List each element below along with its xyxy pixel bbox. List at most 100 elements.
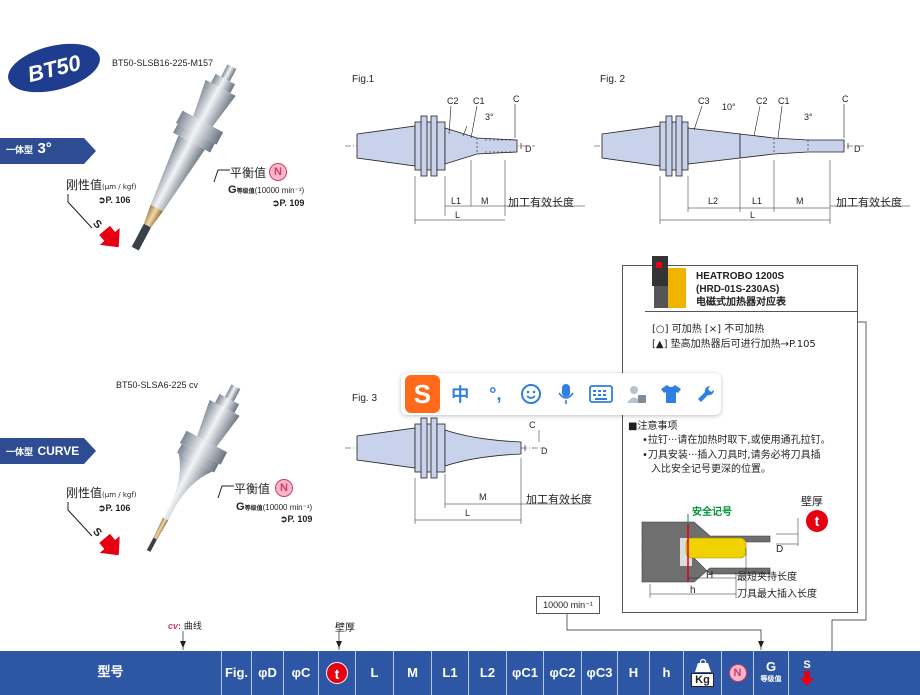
- ime-settings-button[interactable]: [692, 378, 721, 410]
- heater-title-line1: HEATROBO 1200S: [696, 271, 785, 282]
- fig1-effective-length: 加工有效长度: [508, 196, 574, 209]
- balance-label-top: 平衡值: [230, 166, 267, 180]
- s-arrow-top: S: [67, 194, 120, 248]
- col-l1[interactable]: L1: [432, 651, 469, 695]
- heater-note-1: •拉钉···请在加热时取下,或使用通孔拉钉。: [642, 435, 831, 446]
- svg-text:L1: L1: [451, 196, 461, 206]
- rigidity-unit-bottom: (μm / kgf): [102, 491, 137, 499]
- microphone-icon: [558, 384, 574, 404]
- heater-note-2b: 入比安全记号更深的位置。: [651, 464, 771, 475]
- weight-icon: [694, 659, 711, 672]
- balance-grade-sub-top: 等级值: [236, 189, 255, 195]
- svg-text:C2: C2: [756, 96, 768, 106]
- balance-grade-letter-top: G: [228, 184, 237, 196]
- col-h-upper[interactable]: H: [618, 651, 650, 695]
- svg-text:10°: 10°: [722, 102, 736, 112]
- balance-rpm-bottom: (10000 min⁻¹): [262, 503, 313, 512]
- balance-grade-top: G等级值(10000 min⁻¹): [228, 184, 304, 196]
- col-grade[interactable]: G 等级值: [754, 651, 789, 695]
- col-phi-c2[interactable]: φC2: [544, 651, 582, 695]
- type-tag-top-prefix: 一体型: [6, 145, 34, 155]
- person-icon: [627, 386, 647, 403]
- col-weight[interactable]: Kg: [684, 651, 722, 695]
- svg-text:C2: C2: [447, 96, 459, 106]
- col-balance[interactable]: N: [722, 651, 754, 695]
- heater-legend-2: [▲] 垫高加热器后可进行加热→P.105: [652, 339, 816, 350]
- svg-text:D: D: [525, 144, 532, 154]
- rigidity-unit-top: (μm / kgf): [102, 183, 137, 191]
- svg-text:M: M: [479, 492, 487, 502]
- balance-ref-top[interactable]: ➲P. 109: [272, 198, 305, 208]
- col-phi-c[interactable]: φC: [284, 651, 319, 695]
- balance-grade-sub-bottom: 等级值: [244, 506, 263, 512]
- col-l[interactable]: L: [356, 651, 394, 695]
- col-grade-letter: G: [765, 659, 777, 674]
- col-phi-c1[interactable]: φC1: [507, 651, 544, 695]
- svg-text:L: L: [455, 210, 460, 220]
- svg-text:3°: 3°: [804, 112, 813, 122]
- svg-text:C: C: [529, 420, 536, 430]
- svg-text:D: D: [541, 446, 548, 456]
- heater-divider: [645, 311, 858, 312]
- ime-emoji-button[interactable]: [516, 378, 545, 410]
- type-tag-bottom-text: 一体型 CURVE: [6, 442, 79, 460]
- svg-text:L2: L2: [708, 196, 718, 206]
- type-tag-top-value: 3°: [37, 140, 52, 157]
- svg-text:C1: C1: [473, 96, 485, 106]
- svg-text:L1: L1: [752, 196, 762, 206]
- col-weight-label: Kg: [691, 673, 714, 687]
- wall-thickness-label: 壁厚: [335, 623, 355, 634]
- heater-max-insert: 刀具最大插入长度: [737, 589, 817, 600]
- ime-voice-button[interactable]: [551, 378, 580, 410]
- col-model[interactable]: 型号: [0, 651, 222, 695]
- insertion-diagram: [641, 514, 799, 598]
- fig3-label: Fig. 3: [352, 393, 378, 404]
- balance-leader-bottom: [217, 485, 234, 499]
- col-fig[interactable]: Fig.: [222, 651, 252, 695]
- balance-label-bottom: 平衡值: [234, 482, 271, 496]
- col-grade-sub: 等级值: [760, 675, 782, 683]
- balance-rpm-top: (10000 min⁻¹): [254, 186, 305, 195]
- spec-table-header: 型号 Fig. φD φC t L M L1 L2 φC1 φC2 φC3 H …: [0, 651, 920, 695]
- svg-text:L: L: [750, 210, 755, 220]
- col-m[interactable]: M: [394, 651, 432, 695]
- col-s[interactable]: S: [789, 651, 825, 695]
- heater-note-2a: •刀具安装···插入刀具时,请务必将刀具插: [642, 450, 821, 461]
- cv-text: : 曲线: [178, 622, 202, 632]
- rigidity-ref-bottom[interactable]: ➲P. 106: [98, 503, 131, 513]
- type-tag-top-text: 一体型 3°: [6, 140, 52, 158]
- col-phi-d[interactable]: φD: [252, 651, 284, 695]
- col-h-lower[interactable]: h: [650, 651, 684, 695]
- ime-punctuation-button[interactable]: °,: [489, 383, 502, 404]
- fig2-drawing: C3 10° C2 C1 C 3° D L2 L1 M L: [594, 94, 910, 224]
- rigidity-label-top: 刚性值: [66, 178, 103, 192]
- type-tag-bottom: [0, 438, 96, 464]
- ime-keyboard-button[interactable]: [586, 378, 615, 410]
- balance-badge-bottom: N: [275, 479, 293, 497]
- ime-account-button[interactable]: [622, 378, 651, 410]
- fig3-drawing: C D M L: [345, 417, 585, 524]
- s-arrow-bottom: S: [67, 502, 120, 556]
- rigidity-ref-top[interactable]: ➲P. 106: [98, 195, 131, 205]
- col-l2[interactable]: L2: [469, 651, 507, 695]
- svg-text:M: M: [481, 196, 489, 206]
- svg-text:D: D: [854, 144, 861, 154]
- rpm-box: 10000 min⁻¹: [536, 596, 600, 614]
- heater-d-label: D: [776, 544, 784, 555]
- col-s-letter: S: [803, 659, 811, 671]
- svg-text:C: C: [513, 94, 520, 104]
- col-wall-thickness[interactable]: t: [319, 651, 356, 695]
- fig2-effective-length: 加工有效长度: [836, 196, 902, 209]
- heater-min-clamp: 最短夹持长度: [737, 572, 797, 583]
- ime-chinese-mode-button[interactable]: 中: [451, 385, 470, 406]
- ime-logo[interactable]: S: [405, 375, 440, 413]
- safety-mark-label: 安全记号: [692, 507, 732, 518]
- model-code-bottom: BT50-SLSA6-225 cv: [116, 380, 199, 390]
- col-phi-c3[interactable]: φC3: [582, 651, 618, 695]
- keyboard-icon: [589, 385, 613, 403]
- heater-wall-badge: t: [806, 510, 828, 532]
- ime-skin-button[interactable]: [657, 378, 686, 410]
- balance-ref-bottom[interactable]: ➲P. 109: [280, 514, 313, 524]
- balance-grade-bottom: G等级值(10000 min⁻¹): [236, 501, 312, 513]
- down-arrow-icon: [800, 671, 814, 686]
